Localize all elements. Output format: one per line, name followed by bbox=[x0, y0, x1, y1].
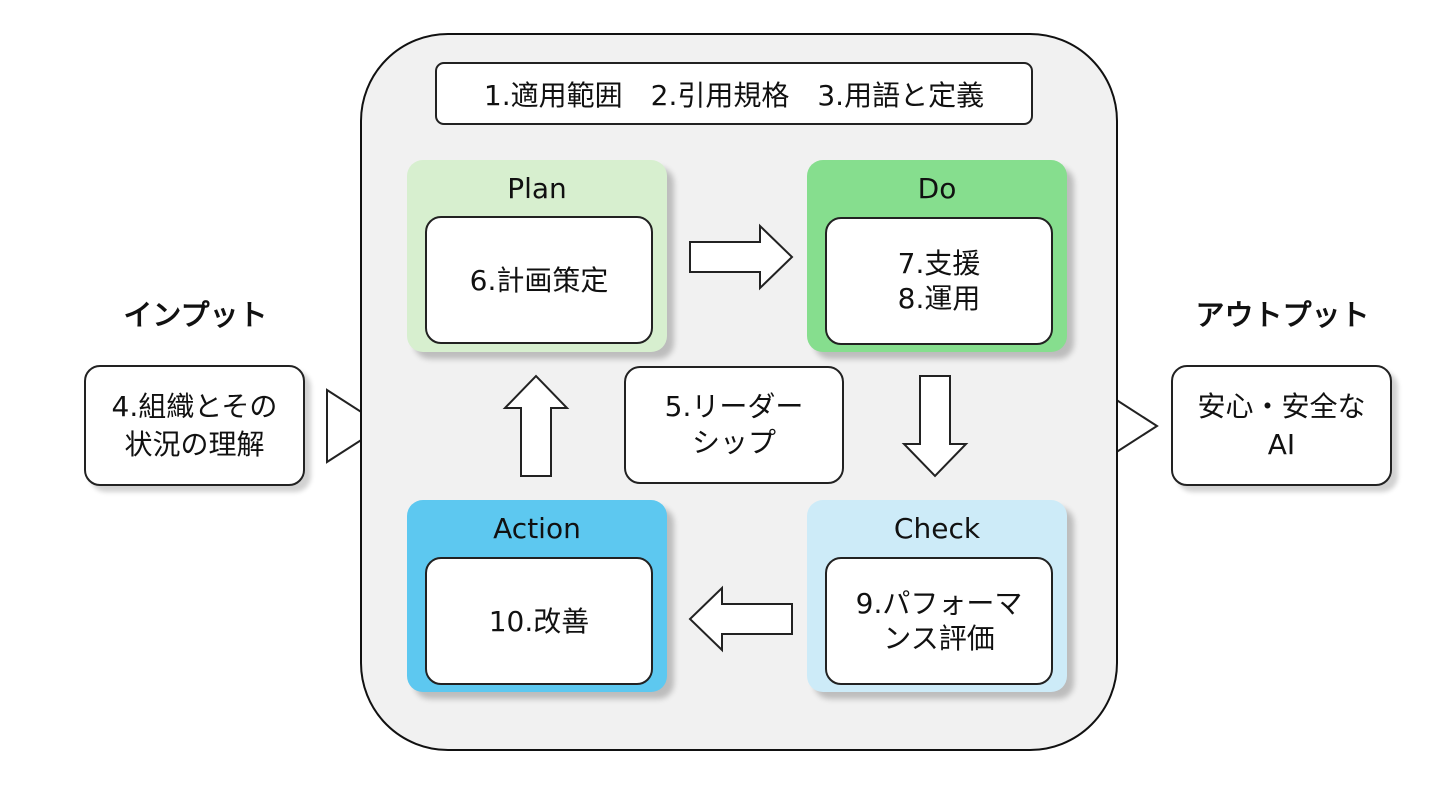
plan-phase: Plan 6.計画策定 bbox=[407, 160, 667, 352]
plan-line-1: 6.計画策定 bbox=[469, 263, 609, 297]
arrow-down-icon bbox=[901, 375, 969, 478]
input-heading: インプット bbox=[123, 298, 268, 332]
check-title: Check bbox=[893, 512, 981, 545]
input-box: 4.組織とその 状況の理解 bbox=[84, 365, 305, 486]
do-box: 7.支援 8.運用 bbox=[825, 217, 1053, 345]
output-line-2: AI bbox=[1267, 427, 1296, 461]
check-line-1: 9.パフォーマ bbox=[855, 587, 1023, 620]
do-line-1: 7.支援 bbox=[897, 247, 981, 280]
input-line-2: 状況の理解 bbox=[124, 427, 265, 461]
do-line-2: 8.運用 bbox=[897, 282, 981, 315]
do-phase: Do 7.支援 8.運用 bbox=[807, 160, 1067, 352]
output-heading: アウトプット bbox=[1195, 298, 1370, 332]
input-line-1: 4.組織とその bbox=[111, 389, 278, 423]
leadership-line-1: 5.リーダー bbox=[664, 389, 804, 423]
leadership-box: 5.リーダー シップ bbox=[624, 366, 844, 484]
action-box: 10.改善 bbox=[425, 557, 653, 685]
check-phase: Check 9.パフォーマ ンス評価 bbox=[807, 500, 1067, 692]
output-box: 安心・安全な AI bbox=[1171, 365, 1392, 486]
input-arrow-icon bbox=[326, 388, 385, 464]
output-line-1: 安心・安全な bbox=[1197, 389, 1366, 423]
leadership-line-2: シップ bbox=[691, 426, 776, 459]
plan-title: Plan bbox=[507, 172, 567, 205]
action-phase: Action 10.改善 bbox=[407, 500, 667, 692]
arrow-left-icon bbox=[688, 585, 793, 653]
clauses-box: 1.適用範囲 2.引用規格 3.用語と定義 bbox=[435, 62, 1033, 125]
plan-box: 6.計画策定 bbox=[425, 216, 653, 344]
check-box: 9.パフォーマ ンス評価 bbox=[825, 557, 1053, 685]
check-line-2: ンス評価 bbox=[883, 622, 995, 655]
clauses-text: 1.適用範囲 2.引用規格 3.用語と定義 bbox=[483, 78, 985, 112]
arrow-up-icon bbox=[502, 374, 570, 477]
do-title: Do bbox=[917, 172, 957, 205]
action-title: Action bbox=[493, 512, 581, 545]
action-line-1: 10.改善 bbox=[488, 604, 590, 638]
arrow-right-icon bbox=[689, 223, 794, 291]
